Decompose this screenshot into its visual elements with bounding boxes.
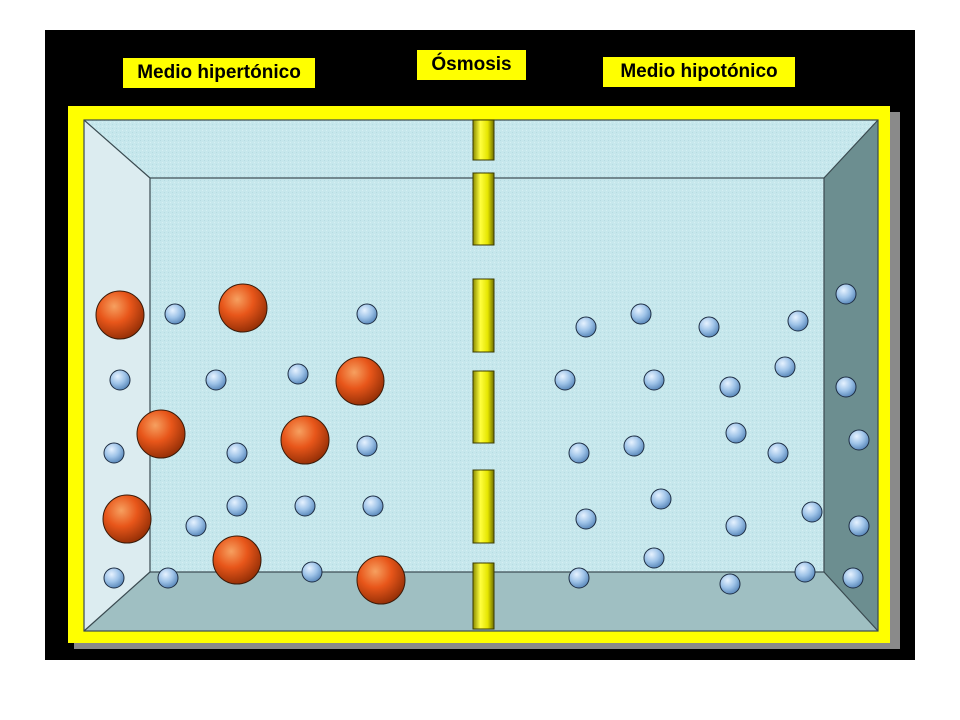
- solute-particle: [102, 494, 152, 544]
- water-molecule: [103, 567, 125, 589]
- membrane-segment: [472, 469, 495, 544]
- solute-particles: [95, 283, 406, 605]
- water-molecule: [226, 442, 248, 464]
- right-wall: [824, 120, 878, 631]
- water-molecule: [575, 316, 597, 338]
- water-molecule: [835, 376, 857, 398]
- water-molecule: [794, 561, 816, 583]
- solute-particle: [280, 415, 330, 465]
- water-molecule: [848, 515, 870, 537]
- membrane-segment: [472, 370, 495, 444]
- membrane-segment: [472, 119, 495, 161]
- water-molecule: [848, 429, 870, 451]
- solute-particle: [136, 409, 186, 459]
- water-molecule: [294, 495, 316, 517]
- water-molecule: [568, 442, 590, 464]
- water-molecule: [650, 488, 672, 510]
- water-molecule: [719, 573, 741, 595]
- water-molecule: [623, 435, 645, 457]
- water-molecule: [835, 283, 857, 305]
- water-molecule: [205, 369, 227, 391]
- water-molecule: [630, 303, 652, 325]
- water-molecule: [554, 369, 576, 391]
- water-molecule: [226, 495, 248, 517]
- solute-particle: [335, 356, 385, 406]
- solute-particle: [356, 555, 406, 605]
- water-molecule: [301, 561, 323, 583]
- water-molecule: [157, 567, 179, 589]
- water-molecule: [109, 369, 131, 391]
- water-molecule: [568, 567, 590, 589]
- water-molecule: [362, 495, 384, 517]
- right-compartment-label: Medio hipotónico: [603, 57, 795, 87]
- membrane-segment: [472, 172, 495, 246]
- water-molecule: [767, 442, 789, 464]
- water-molecule: [185, 515, 207, 537]
- solute-particle: [212, 535, 262, 585]
- solute-particle: [95, 290, 145, 340]
- water-molecule: [643, 547, 665, 569]
- water-molecule: [725, 422, 747, 444]
- water-molecule: [103, 442, 125, 464]
- water-molecule: [356, 303, 378, 325]
- left-compartment-label: Medio hipertónico: [123, 58, 315, 88]
- water-molecule: [842, 567, 864, 589]
- semipermeable-membrane: [472, 119, 495, 630]
- membrane-segment: [472, 278, 495, 353]
- water-molecule: [787, 310, 809, 332]
- water-molecule: [698, 316, 720, 338]
- water-molecule: [725, 515, 747, 537]
- water-molecule: [287, 363, 309, 385]
- water-molecule: [719, 376, 741, 398]
- membrane-segment: [472, 562, 495, 630]
- water-molecule: [164, 303, 186, 325]
- water-molecule: [774, 356, 796, 378]
- water-molecule: [801, 501, 823, 523]
- water-molecules: [103, 283, 870, 595]
- diagram-title: Ósmosis: [417, 50, 526, 80]
- water-molecule: [356, 435, 378, 457]
- solute-particle: [218, 283, 268, 333]
- water-molecule: [575, 508, 597, 530]
- water-molecule: [643, 369, 665, 391]
